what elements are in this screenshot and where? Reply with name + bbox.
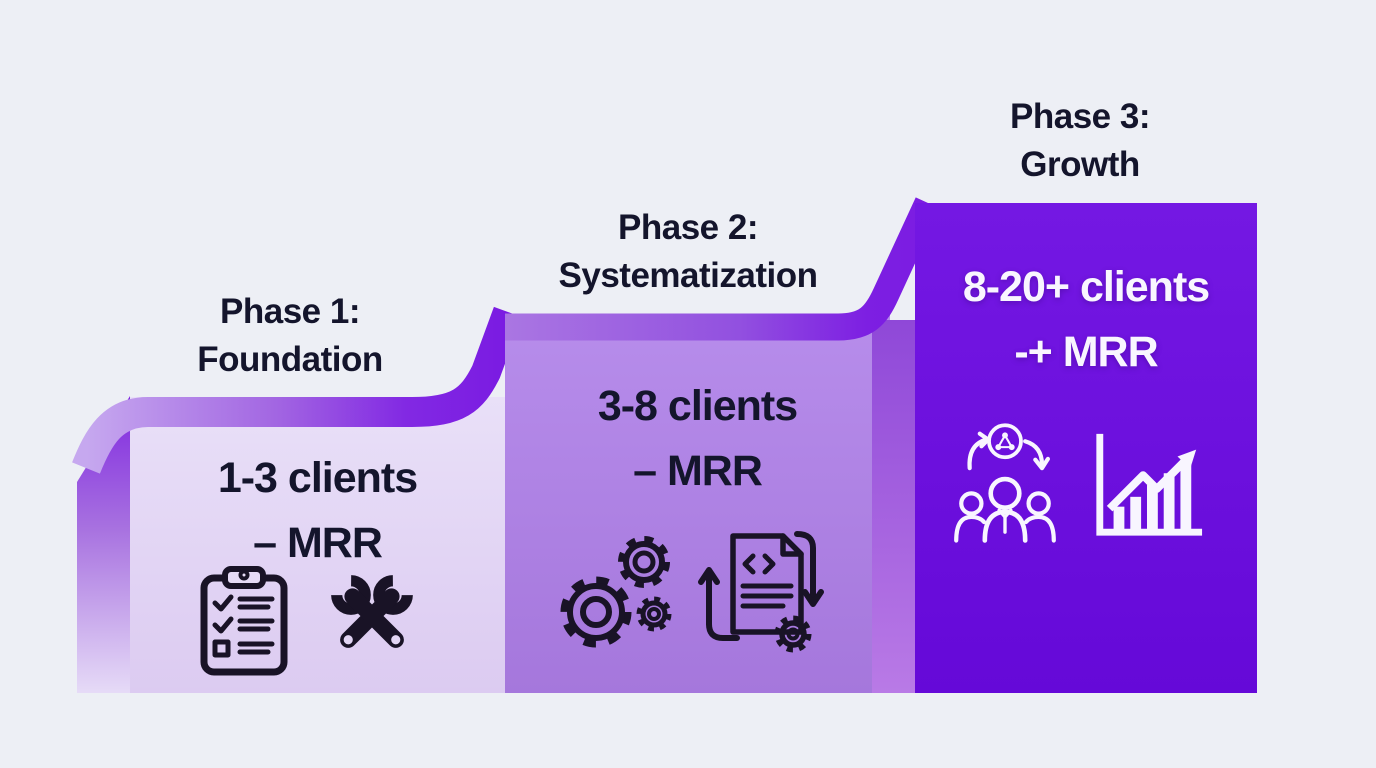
phase1-title-line2: Foundation [197,340,383,379]
phase2-title: Phase 2: Systematization [488,204,888,300]
phase2-title-line1: Phase 2: [618,208,758,247]
phase1-title: Phase 1: Foundation [95,288,485,384]
phase1-top-band [72,306,523,474]
phase2-metric-line1: 3-8 clients [597,382,798,430]
document-code-icon [693,524,825,660]
phase3-title-line2: Growth [1020,145,1140,184]
wrench [331,575,404,648]
clipboard-checklist-icon [198,566,290,678]
gear-small [636,596,672,632]
phase3-metric: 8-20+ clients -+ MRR [915,255,1257,385]
phase1-side-bevel [77,396,130,693]
gear-small [774,615,812,653]
phase1-metric-line1: 1-3 clients [217,454,418,502]
phase3-title-line1: Phase 3: [1010,97,1150,136]
phase2-top-band [505,197,941,341]
phase3-metric-line1: 8-20+ clients [962,263,1210,311]
phase2-title-line2: Systematization [558,256,818,295]
phase3-metric-line2: -+ MRR [1014,328,1158,376]
phase1-metric-line2: – MRR [253,519,383,567]
gear-medium [618,536,670,588]
phase3-side-strip [872,320,917,693]
phase2-metric: 3-8 clients – MRR [505,374,890,504]
growth-chart-icon [1088,426,1206,548]
phase2-metric-line2: – MRR [633,447,763,495]
phase3-title: Phase 3: Growth [880,93,1280,189]
gear-large [560,576,632,648]
gears-icon [552,524,676,654]
team-icon [946,416,1064,559]
phase1-block [130,397,505,693]
phase1-title-line1: Phase 1: [220,292,360,331]
phase1-metric: 1-3 clients – MRR [130,446,505,576]
crossed-wrenches-icon [316,560,428,672]
